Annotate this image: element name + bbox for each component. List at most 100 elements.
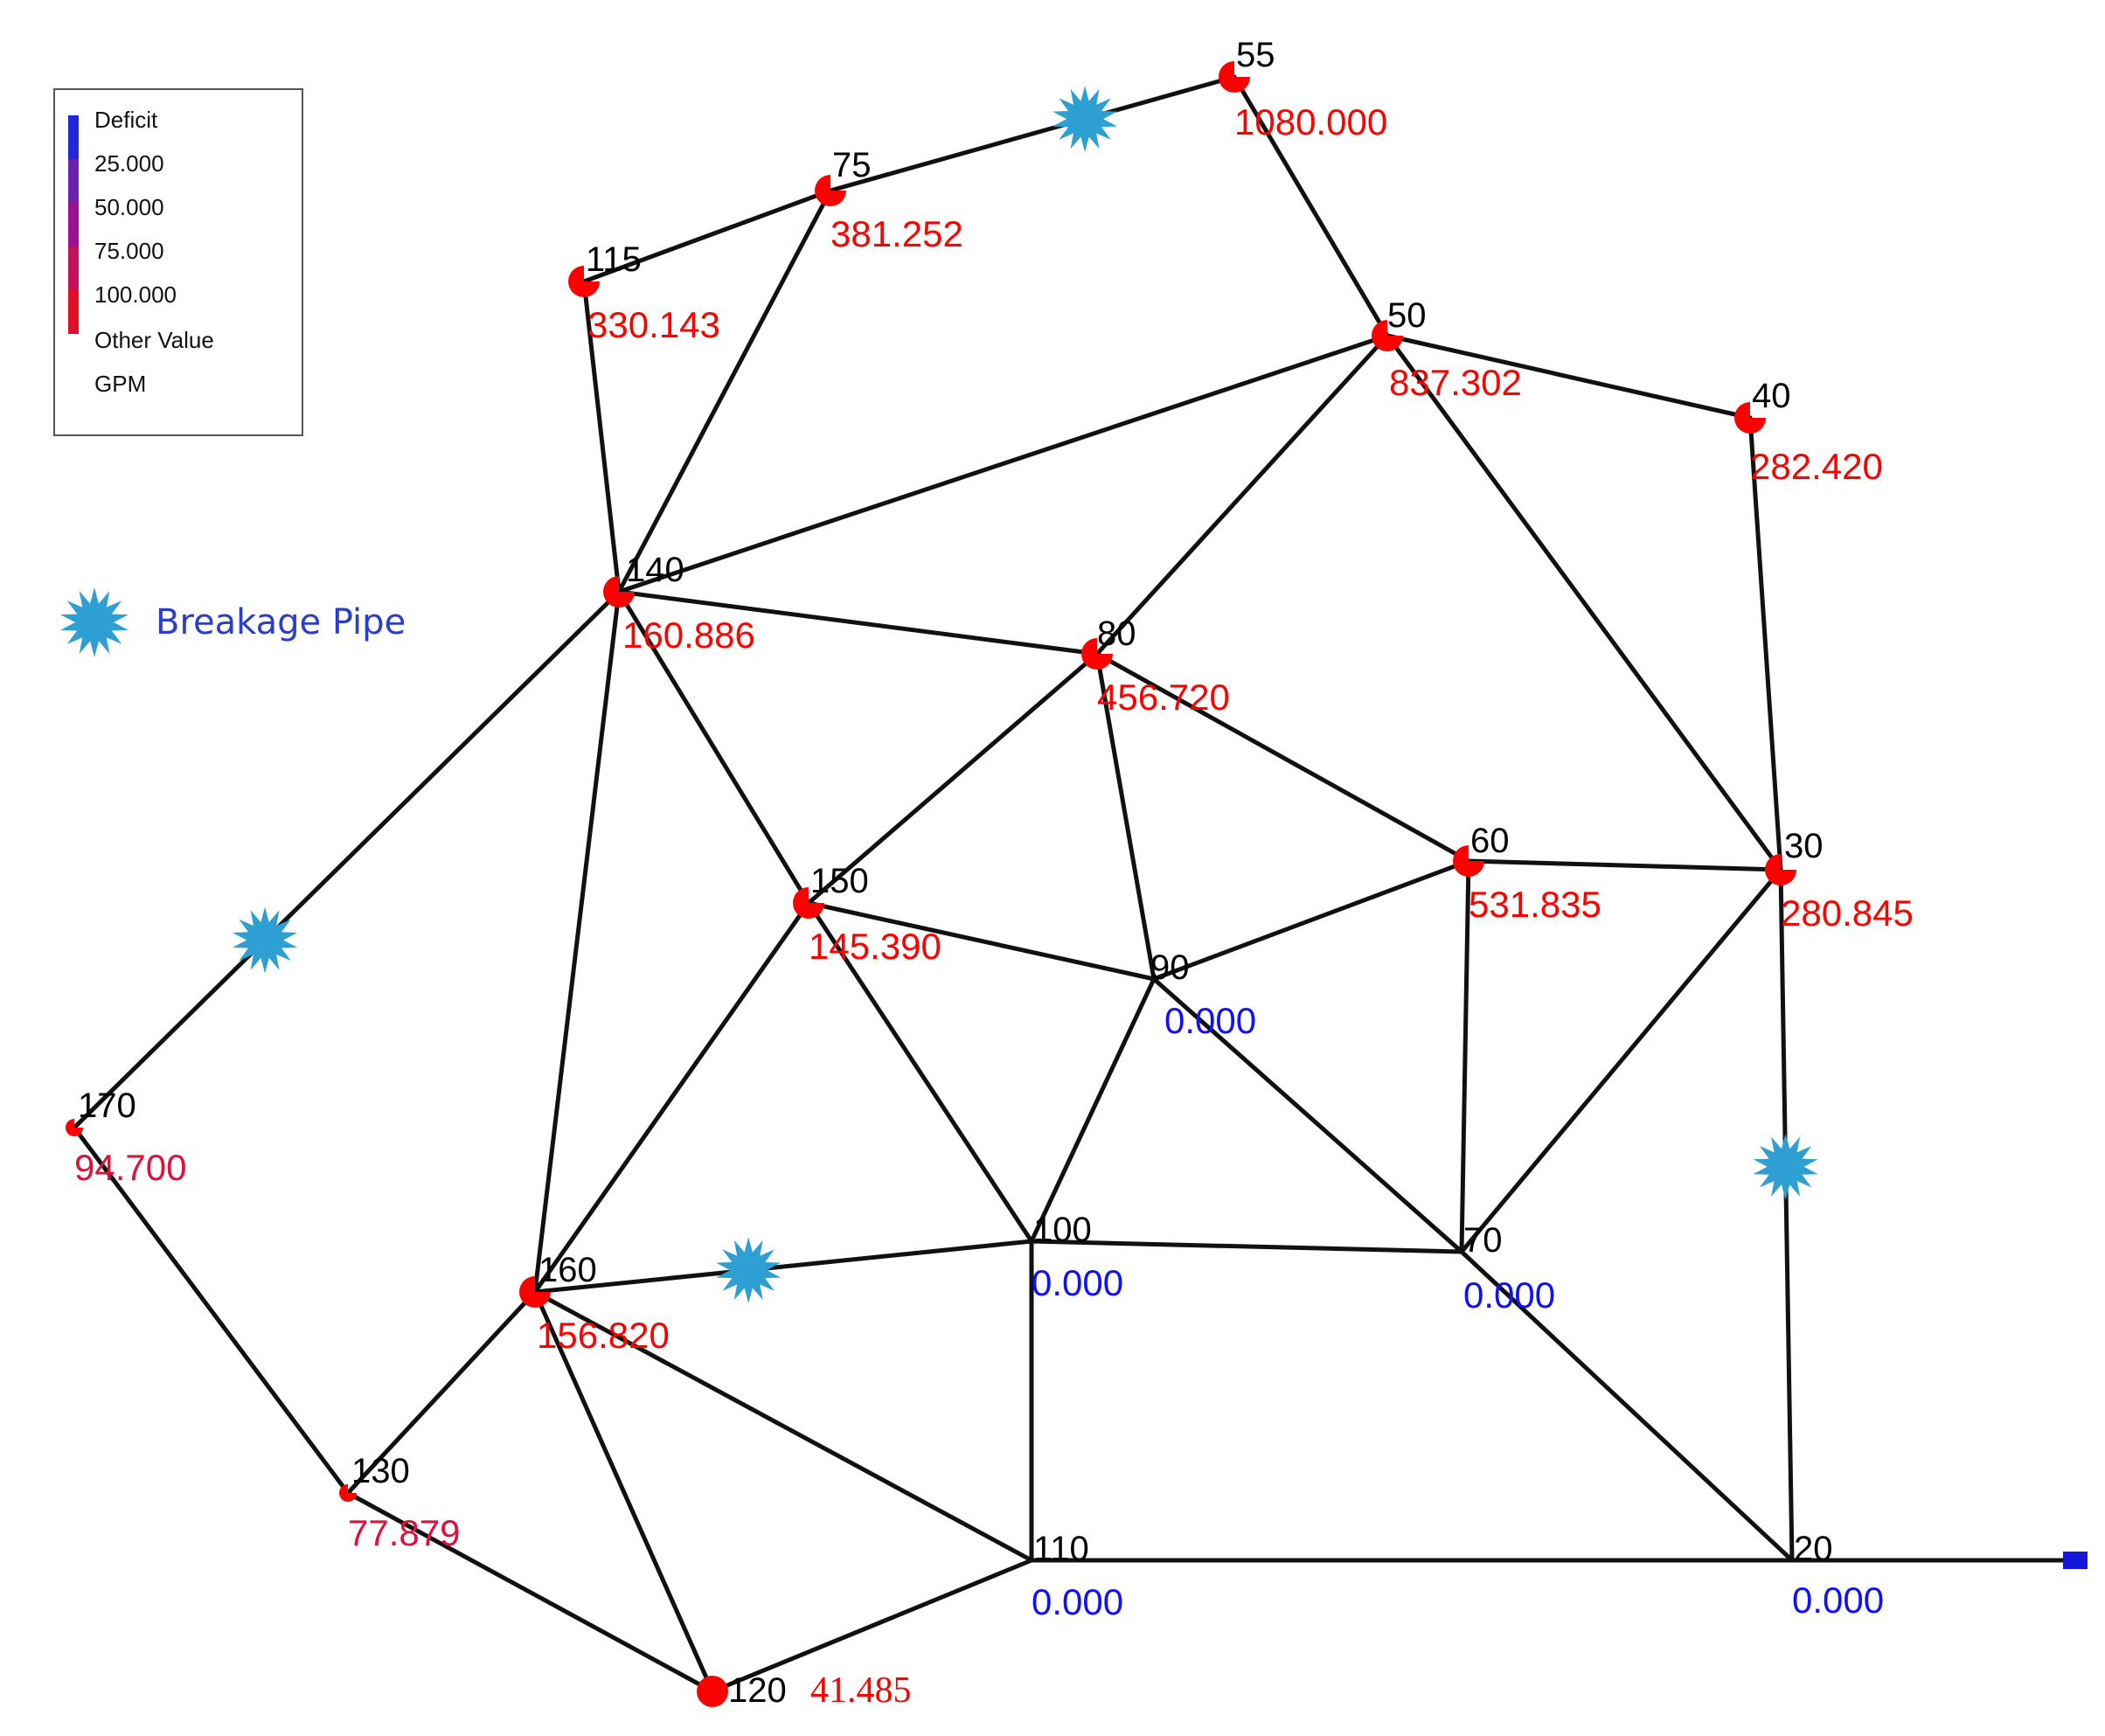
junction-30: 30 280.845 [1765,827,1914,934]
junction-id: 160 [538,1251,597,1289]
legend-label: 50.000 [94,194,164,220]
pipe-50-30 [1385,333,1783,872]
breakage-star-icon [1753,1133,1818,1200]
pipe-160-120 [532,1289,715,1694]
pipe-50-40 [1385,333,1753,420]
pipe-75-55 [828,74,1237,193]
breakage-star-icon [233,906,298,974]
junction-id: 130 [351,1452,410,1490]
junction-value: 1080.000 [1234,101,1387,142]
junction-id: 80 [1097,615,1136,653]
pipe-150-100 [806,900,1034,1244]
legend-label: 100.000 [94,281,177,308]
pipe-130-120 [345,1490,715,1694]
pipe-60-90 [1151,858,1471,982]
legend-label: Deficit [94,107,158,133]
pipe-115-75 [581,188,833,284]
pipe-140-80 [616,589,1100,656]
reservoir-layer [2063,1552,2088,1569]
junction-marker [519,1276,551,1308]
pipe-100-70 [1029,1239,1464,1254]
pipe-55-50 [1232,74,1390,338]
junction-value: 0.000 [1792,1580,1884,1621]
legend-label: 25.000 [94,150,164,177]
junction-marker [697,1676,728,1707]
legend-color-bar [68,115,79,334]
junction-90: 90 0.000 [1150,948,1256,1041]
breakage-pipe-label: Breakage Pipe [156,602,406,642]
pipe-70-20 [1459,1249,1795,1563]
breakage-star-icon [60,587,129,657]
breakage-star-icon [1052,86,1118,153]
pipe-140-150 [616,589,811,906]
pipe-60-30 [1466,858,1783,872]
junction-marker [1765,854,1796,885]
junction-marker [66,1119,83,1136]
junction-id: 75 [832,146,872,184]
pipes [72,74,2076,1694]
junction-55: 55 1080.000 [1219,36,1387,142]
pipe-30-20 [1778,867,1795,1563]
junction-value: 837.302 [1389,362,1522,403]
breakage-star-icon [716,1237,782,1304]
junction-value: 160.886 [622,615,755,656]
junction-140: 140 160.886 [603,551,755,656]
junction-value: 282.420 [1750,446,1883,487]
junction-160: 160 156.820 [519,1251,670,1356]
pipe-160-130 [345,1289,538,1496]
pipe-90-100 [1029,976,1157,1244]
junction-value: 0.000 [1032,1262,1123,1303]
pipe-80-60 [1094,651,1471,864]
junction-id: 20 [1794,1530,1833,1568]
pipe-50-80 [1094,333,1390,656]
junction-id: 55 [1236,36,1275,74]
legend-swatch [68,247,79,290]
pipe-150-160 [532,900,811,1295]
junction-value: 0.000 [1164,1000,1256,1041]
pipe-80-90 [1094,651,1157,982]
legend-box [53,88,303,436]
junction-id: 60 [1470,822,1510,860]
legend-swatch [68,203,79,247]
junction-marker [568,266,600,297]
junction-id: 170 [78,1087,136,1125]
pipe-170-130 [72,1125,351,1496]
junction-value: 0.000 [1463,1274,1555,1316]
junction-id: 140 [626,551,684,589]
junction-id: 40 [1752,377,1791,415]
pipe-140-160 [532,589,622,1295]
reservoir-icon [2063,1552,2088,1569]
junction-75: 75 381.252 [815,146,963,254]
junction-id: 30 [1784,827,1824,865]
pipe-140-50 [616,333,1390,594]
junction-60: 60 531.835 [1453,822,1601,925]
junction-value: 280.845 [1781,892,1914,934]
pipe-30-70 [1459,867,1783,1254]
junction-id: 120 [728,1671,787,1710]
junction-marker [603,576,635,608]
junction-value: 77.879 [348,1512,460,1553]
junction-value: 456.720 [1097,677,1230,718]
pipe-160-110 [532,1289,1034,1563]
pipe-breaks [233,86,1818,1304]
junction-value: 156.820 [537,1315,670,1356]
junction-value: 381.252 [830,213,963,254]
junction-value: 94.700 [74,1147,186,1188]
legend-swatch [68,115,79,159]
junction-marker [1453,845,1484,877]
junction-value: 145.390 [809,926,941,967]
junction-marker [1081,638,1113,670]
legend-swatch [68,290,79,334]
junction-marker [1219,61,1250,93]
junction-marker [339,1484,357,1502]
junction-130: 130 77.879 [339,1452,460,1553]
junction-id: 90 [1150,948,1190,987]
junction-value: 531.835 [1469,884,1601,925]
pipe-150-90 [806,900,1157,982]
